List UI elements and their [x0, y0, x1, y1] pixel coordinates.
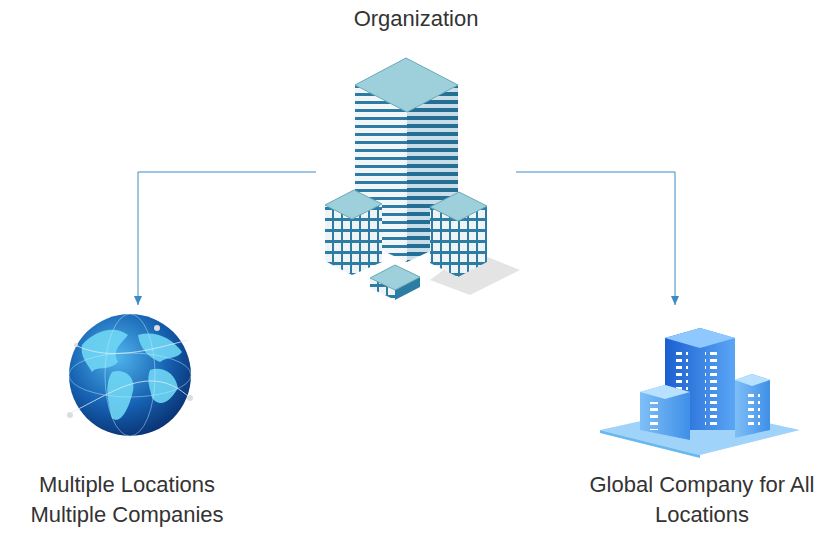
node-label: Global Company for All Locations [568, 470, 836, 530]
office-building [325, 58, 520, 300]
connector-line [138, 172, 316, 305]
locations-node: Multiple Locations Multiple Companies [0, 305, 254, 530]
arrow-head [671, 296, 679, 305]
arrow-head [134, 296, 142, 305]
organization-node: Organization [316, 4, 516, 300]
connector-line [516, 172, 675, 305]
city-buildings [600, 328, 800, 458]
globe-icon [67, 314, 193, 436]
global-company-node: Global Company for All Locations [568, 305, 836, 530]
connector-arrow [134, 172, 316, 305]
node-label: Multiple Locations Multiple Companies [0, 470, 254, 530]
node-label: Organization [350, 4, 483, 34]
connector-arrow [516, 172, 679, 305]
